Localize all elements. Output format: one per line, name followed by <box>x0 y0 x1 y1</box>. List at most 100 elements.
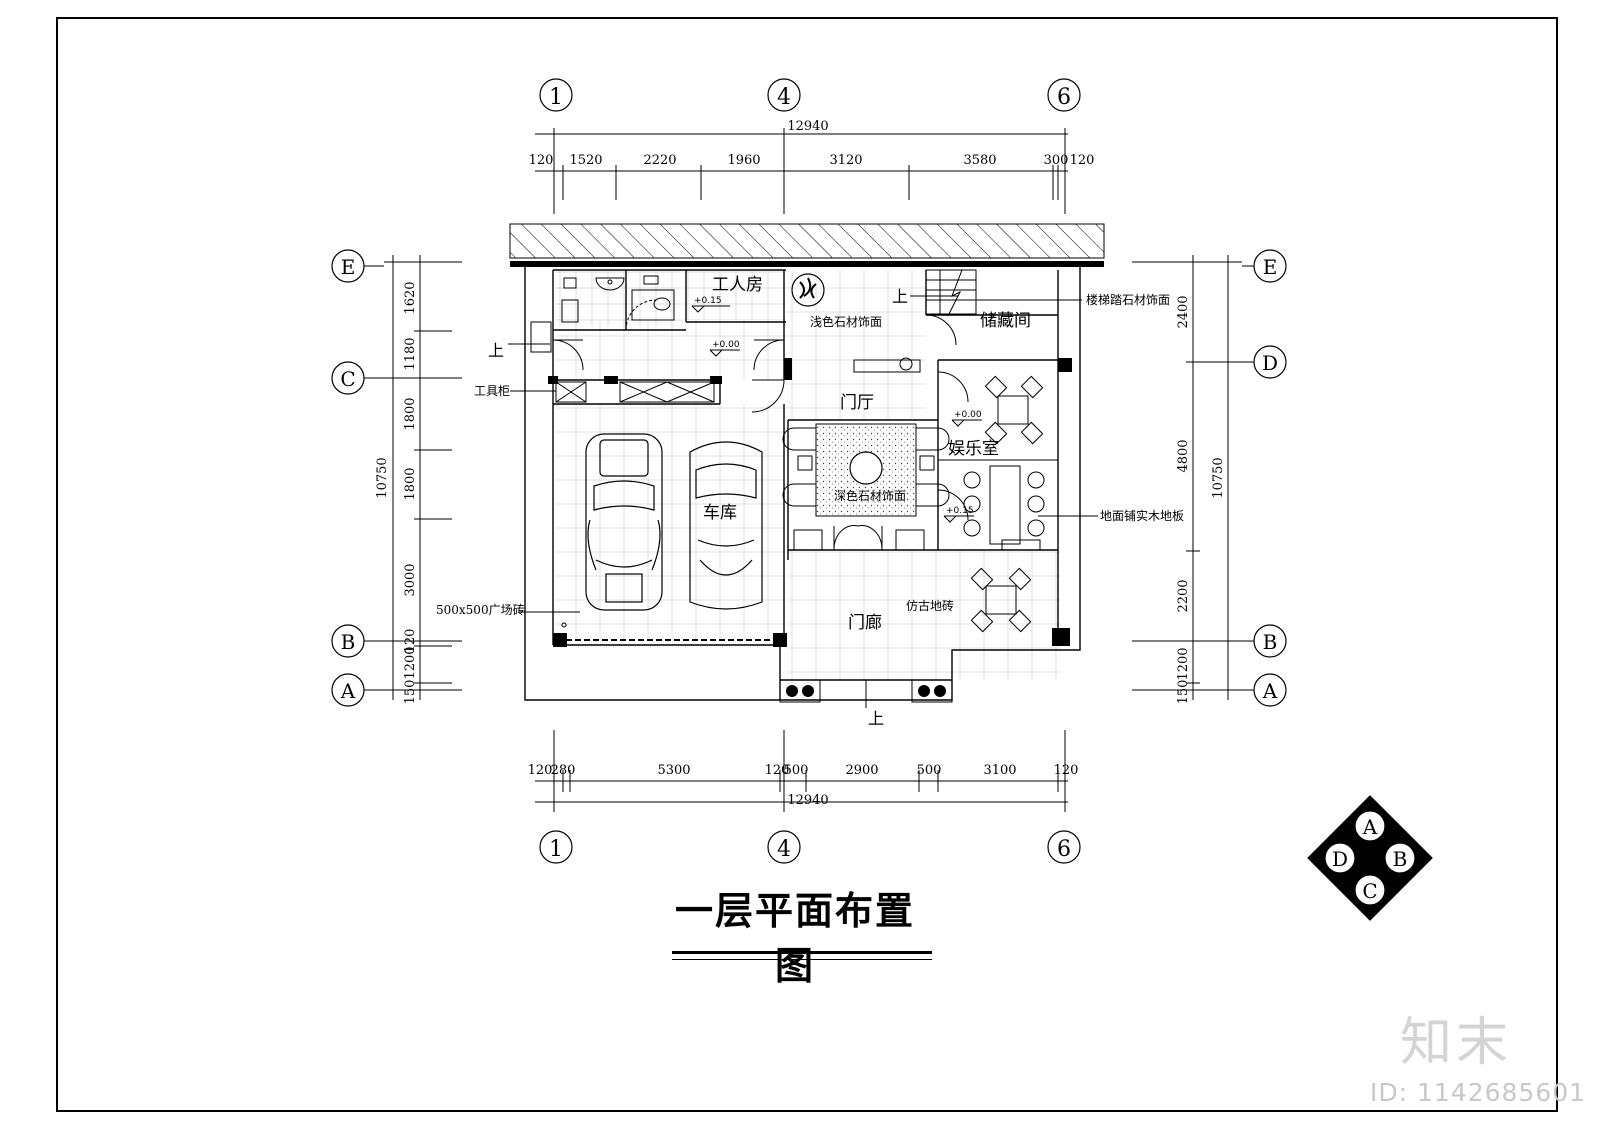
room-worker: 工人房 <box>712 275 763 295</box>
room-entertainment: 娱乐室 <box>948 439 999 459</box>
room-porch: 门廊 <box>848 613 882 633</box>
svg-text:300: 300 <box>1044 153 1069 168</box>
retaining-wall-hatch <box>509 223 1105 259</box>
svg-text:120: 120 <box>765 763 790 778</box>
axis-top-4: 4 <box>777 85 791 110</box>
compass-b: B <box>1393 847 1408 871</box>
floor-wood-note: 地面铺实木地板 <box>1100 508 1184 523</box>
bottom-segment-dims: 120 280 5300 120 500 2900 500 3100 120 <box>528 763 1079 778</box>
up-left-label: 上 <box>488 341 504 360</box>
svg-text:2900: 2900 <box>845 763 878 778</box>
level-markers <box>691 305 982 523</box>
svg-text:500: 500 <box>917 763 942 778</box>
axis-top-6: 6 <box>1057 85 1071 110</box>
worker-room-floor <box>686 270 786 320</box>
svg-text:2400: 2400 <box>1176 295 1191 328</box>
right-segment-dims: 2400 4800 2200 1200 150 <box>1176 295 1191 704</box>
porch-floor <box>788 550 1060 680</box>
side-step <box>530 321 552 353</box>
antique-tile-note: 仿古地砖 <box>906 598 954 613</box>
watermark-id: ID: 1142685601 <box>1370 1078 1587 1107</box>
svg-text:280: 280 <box>551 763 576 778</box>
svg-text:120: 120 <box>1054 763 1079 778</box>
tool-cabinet-note: 工具柜 <box>474 384 510 398</box>
svg-text:1960: 1960 <box>727 153 760 168</box>
stone-center-note: 深色石材饰面 <box>834 489 906 503</box>
svg-text:2220: 2220 <box>643 153 676 168</box>
axis-right-D: D <box>1262 351 1278 375</box>
right-total-dim: 10750 <box>1211 457 1226 498</box>
axis-left-C: C <box>340 367 355 391</box>
watermark-brand: 知末 <box>1400 1013 1513 1073</box>
svg-text:120: 120 <box>528 763 553 778</box>
svg-text:2200: 2200 <box>1176 579 1191 612</box>
staircase <box>910 269 977 317</box>
svg-text:1200: 1200 <box>403 646 418 679</box>
top-dimensions <box>535 128 1068 214</box>
card-table-top <box>984 375 1044 445</box>
center-table <box>849 451 883 485</box>
axis-top-1: 1 <box>549 85 563 110</box>
axis-bottom-1: 1 <box>549 837 563 862</box>
axis-bottom-4: 4 <box>777 837 791 862</box>
car-right <box>689 441 763 610</box>
svg-text:1800: 1800 <box>403 467 418 500</box>
right-axis-leaders <box>1200 265 1254 691</box>
svg-text:4800: 4800 <box>1176 439 1191 472</box>
porch-planters <box>779 679 953 703</box>
title-underline-thin <box>672 959 932 960</box>
svg-text:3120: 3120 <box>829 153 862 168</box>
door-swings <box>552 314 969 551</box>
foyer-floor <box>556 320 786 380</box>
svg-text:1520: 1520 <box>569 153 602 168</box>
axis-right-E: E <box>1263 255 1278 279</box>
title-underline-thick <box>672 951 932 954</box>
svg-text:150: 150 <box>403 680 418 705</box>
bathroom-fixtures <box>561 275 675 331</box>
bottom-total-dim: 12940 <box>787 793 828 808</box>
room-foyer: 门厅 <box>840 393 874 413</box>
level-ent2: +0.15 <box>946 506 974 516</box>
svg-text:150: 150 <box>1176 680 1191 705</box>
left-axis-leaders <box>364 265 384 691</box>
axis-left-A: A <box>340 679 356 703</box>
room-garage: 车库 <box>703 503 737 523</box>
left-total-dim: 10750 <box>375 457 390 498</box>
level-worker: +0.15 <box>694 296 722 306</box>
svg-text:500: 500 <box>784 763 809 778</box>
left-segment-dims: 1620 1180 1800 1800 3000 120 1200 150 <box>403 281 418 704</box>
leader-lines <box>510 299 1098 628</box>
foyer-cabinet <box>853 359 921 373</box>
columns <box>548 358 1072 647</box>
garage-floor <box>556 404 784 640</box>
svg-text:3100: 3100 <box>983 763 1016 778</box>
axis-bottom-6: 6 <box>1057 837 1071 862</box>
stone-area-chairs <box>782 427 950 551</box>
svg-text:120: 120 <box>403 629 418 654</box>
compass-c: C <box>1362 879 1377 903</box>
svg-text:3580: 3580 <box>963 153 996 168</box>
hall-floor <box>786 270 926 420</box>
svg-text:120: 120 <box>1070 153 1095 168</box>
bottom-axis-bubbles <box>539 830 1081 864</box>
svg-text:3000: 3000 <box>403 563 418 596</box>
up-entry-label: 上 <box>868 709 884 728</box>
foyer-fixture <box>899 357 913 371</box>
svg-text:120: 120 <box>529 153 554 168</box>
garage-tile-note: 500x500广场砖 <box>436 602 525 617</box>
axis-left-E: E <box>341 255 356 279</box>
axis-right-A: A <box>1262 679 1278 703</box>
plant-pot <box>791 273 825 307</box>
stair-finish-note: 楼梯踏石材饰面 <box>1086 292 1170 307</box>
ent-sofa <box>1001 539 1041 551</box>
porch-table <box>970 567 1032 633</box>
long-table <box>963 465 1045 545</box>
up-stair-label: 上 <box>892 287 908 306</box>
tool-cabinet <box>555 381 715 403</box>
sheet-border <box>56 17 1558 1112</box>
room-storage: 储藏间 <box>980 311 1031 331</box>
axis-right-B: B <box>1263 630 1278 654</box>
compass <box>1307 795 1433 921</box>
svg-text:5300: 5300 <box>657 763 690 778</box>
